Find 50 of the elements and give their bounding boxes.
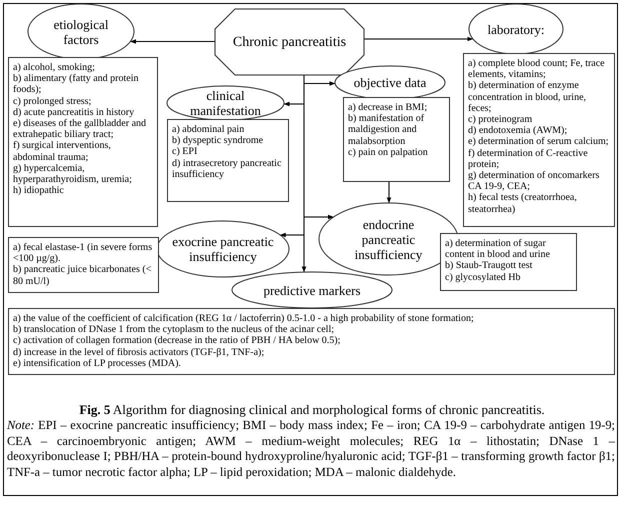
figure-caption: Fig. 5 Algorithm for diagnosing clinical and morphological forms of chronic pancreatitis. [78,402,546,417]
text-box [8,308,615,375]
list-item: b) pancreatic juice bicarbonates (< 80 mU/l) [13,264,152,287]
list-item: b) Staub-Traugott test [445,260,534,272]
ellipse-node: etiological factors [28,4,134,59]
list-item: g) hypercalcemia, hyperparathyroidism, uremia; [13,162,133,186]
text-box [8,237,159,293]
list-item: d) increase in the level of fibrosis activators (TGF-β1, TNF-a); [13,346,266,358]
list-item: a) abdominal pain [172,124,246,136]
ellipse-node: exocrine pancreatic insufficiency [157,221,289,277]
list-item: f) surgical interventions, abdominal trauma; [13,140,112,163]
list-item: b) alimentary (fatty and protein foods); [13,73,140,96]
list-item: c) glycosylated Hb [445,272,522,283]
list-item: d) endotoxemia (AWM); [468,125,568,136]
text-box [463,53,615,227]
list-item: e) intensification of LP processes (MDA). [13,358,182,370]
list-item: a) alcohol, smoking; [13,62,96,74]
list-item: c) activation of collagen formation (decrease in the ratio of PBH / HA below 0.5); [13,335,342,347]
arrow [364,36,474,42]
list-item: d) acute pancreatitis in history [13,106,136,118]
list-item: b) translocation of DNase 1 from the cytoplasm to the nucleus of the acinar cell; [13,324,336,336]
list-item: g) determination of oncomarkers CA 19-9, CEA; [468,170,600,192]
list-item: a) complete blood count; Fe, trace elements, vitamins; [468,58,606,80]
text-box [8,57,158,227]
list-item: h) idiopathic [13,185,65,196]
ellipse-node: clinical manifestation [167,86,284,120]
text-box [440,233,577,291]
list-item: c) EPI [172,146,198,158]
list-item: f) determination of C-reactive protein; [468,148,589,170]
list-item: a) fecal elastase-1 (in severe forms <100 µg/g). [13,242,154,264]
list-item: b) determination of enzyme concentration in blood, urine, feces; [468,80,588,114]
octagon-node: Chronic pancreatitis [215,9,364,75]
arrow [302,74,306,273]
list-item: a) the value of the coefficient of calcification (REG 1α / lactoferrin) 0.5-1.0 - a high probability of stone formation; [13,313,475,324]
text-box [167,119,289,202]
text-box [343,97,450,182]
list-item: h) fecal tests (creatorrhoea, steatorrhea) [468,192,578,215]
list-item: e) diseases of the gallbladder and extrahepatic biliary tract; [13,118,148,140]
list-item: b) dyspeptic syndrome [172,135,264,146]
ellipse-node: laboratory: [469,4,563,54]
list-item: c) proteinogram [468,114,534,126]
arrow [386,182,392,204]
note-text: Note: EPI – exocrine pancreatic insufficiency; BMI – body mass index; Fe – iron; CA 19-9 – carbohydrate antigen 19-9; CEA – carcinoembryonic antigen; AWM – medium-weight molecules; REG 1α – lithostatin; DNase 1 – deoxyribonuclease I; PBH/HA – protein-bound hydroxyproline/hyaluronic acid; TGF-β1 – transforming growth factor β1; TNF-a – tumor necrotic factor alpha; LP – lipid peroxidation; MDA – malonic dialdehyde. [7,418,615,480]
list-item: c) pain on palpation [348,146,429,158]
list-item: a) decrease in BMI; [348,102,428,114]
list-item: d) intrasecretory pancreatic insufficiency [172,158,282,180]
ellipse-node: predictive markers [232,272,392,308]
arrow [130,39,216,44]
list-item: e) determination of serum calcium; [468,136,610,148]
list-item: c) prolonged stress; [13,96,92,107]
